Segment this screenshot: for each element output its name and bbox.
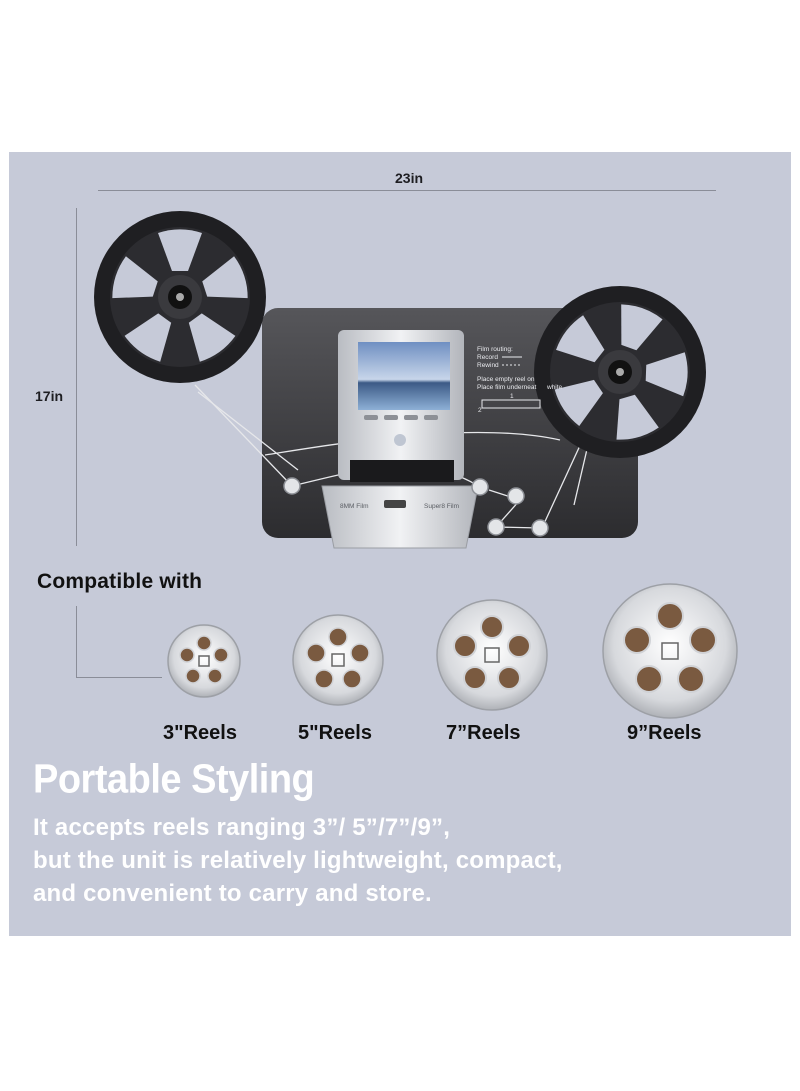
viewer-unit bbox=[321, 330, 479, 549]
reel-3in-icon bbox=[167, 624, 241, 698]
width-dimension-line bbox=[98, 190, 716, 191]
lcd-screen bbox=[358, 342, 450, 410]
place-empty-reel-text: Place empty reel on bbox=[477, 376, 535, 383]
reel-label-5in: 5"Reels bbox=[298, 722, 372, 744]
feature-line-3: and convenient to carry and store. bbox=[33, 880, 432, 907]
film-routing-title: Film routing: bbox=[477, 346, 513, 353]
width-dimension-label: 23in bbox=[395, 170, 424, 186]
white-label: white bbox=[546, 384, 563, 391]
feature-headline: Portable Styling bbox=[33, 757, 315, 803]
routing-step-1: 1 bbox=[510, 393, 514, 400]
compat-bracket-vertical bbox=[76, 606, 77, 678]
compat-bracket-horizontal bbox=[76, 677, 162, 678]
feature-line-1: It accepts reels ranging 3”/ 5”/7”/9”, bbox=[33, 814, 451, 841]
height-dimension-label: 17in bbox=[35, 388, 64, 404]
film-8mm-label: 8MM Film bbox=[340, 503, 369, 510]
height-dimension-line bbox=[76, 208, 77, 546]
reel-5in-icon bbox=[292, 614, 384, 706]
place-film-text: Place film underneat bbox=[477, 384, 536, 391]
reel-label-9in: 9”Reels bbox=[627, 722, 702, 744]
routing-step-2: 2 bbox=[478, 407, 482, 414]
feature-line-2: but the unit is relatively lightweight, … bbox=[33, 847, 563, 874]
reel-label-3in: 3"Reels bbox=[163, 722, 237, 744]
right-reel bbox=[534, 286, 706, 458]
reel-label-7in: 7”Reels bbox=[446, 722, 521, 744]
reel-7in-icon bbox=[436, 599, 548, 711]
compatible-heading: Compatible with bbox=[37, 570, 203, 593]
rewind-label: Rewind bbox=[477, 362, 499, 369]
film-rollers bbox=[283, 477, 549, 537]
reel-9in-icon bbox=[602, 583, 738, 719]
film-super8-label: Super8 Film bbox=[424, 503, 459, 510]
record-label: Record bbox=[477, 354, 498, 361]
film-gate bbox=[321, 485, 479, 549]
left-reel bbox=[94, 211, 266, 383]
